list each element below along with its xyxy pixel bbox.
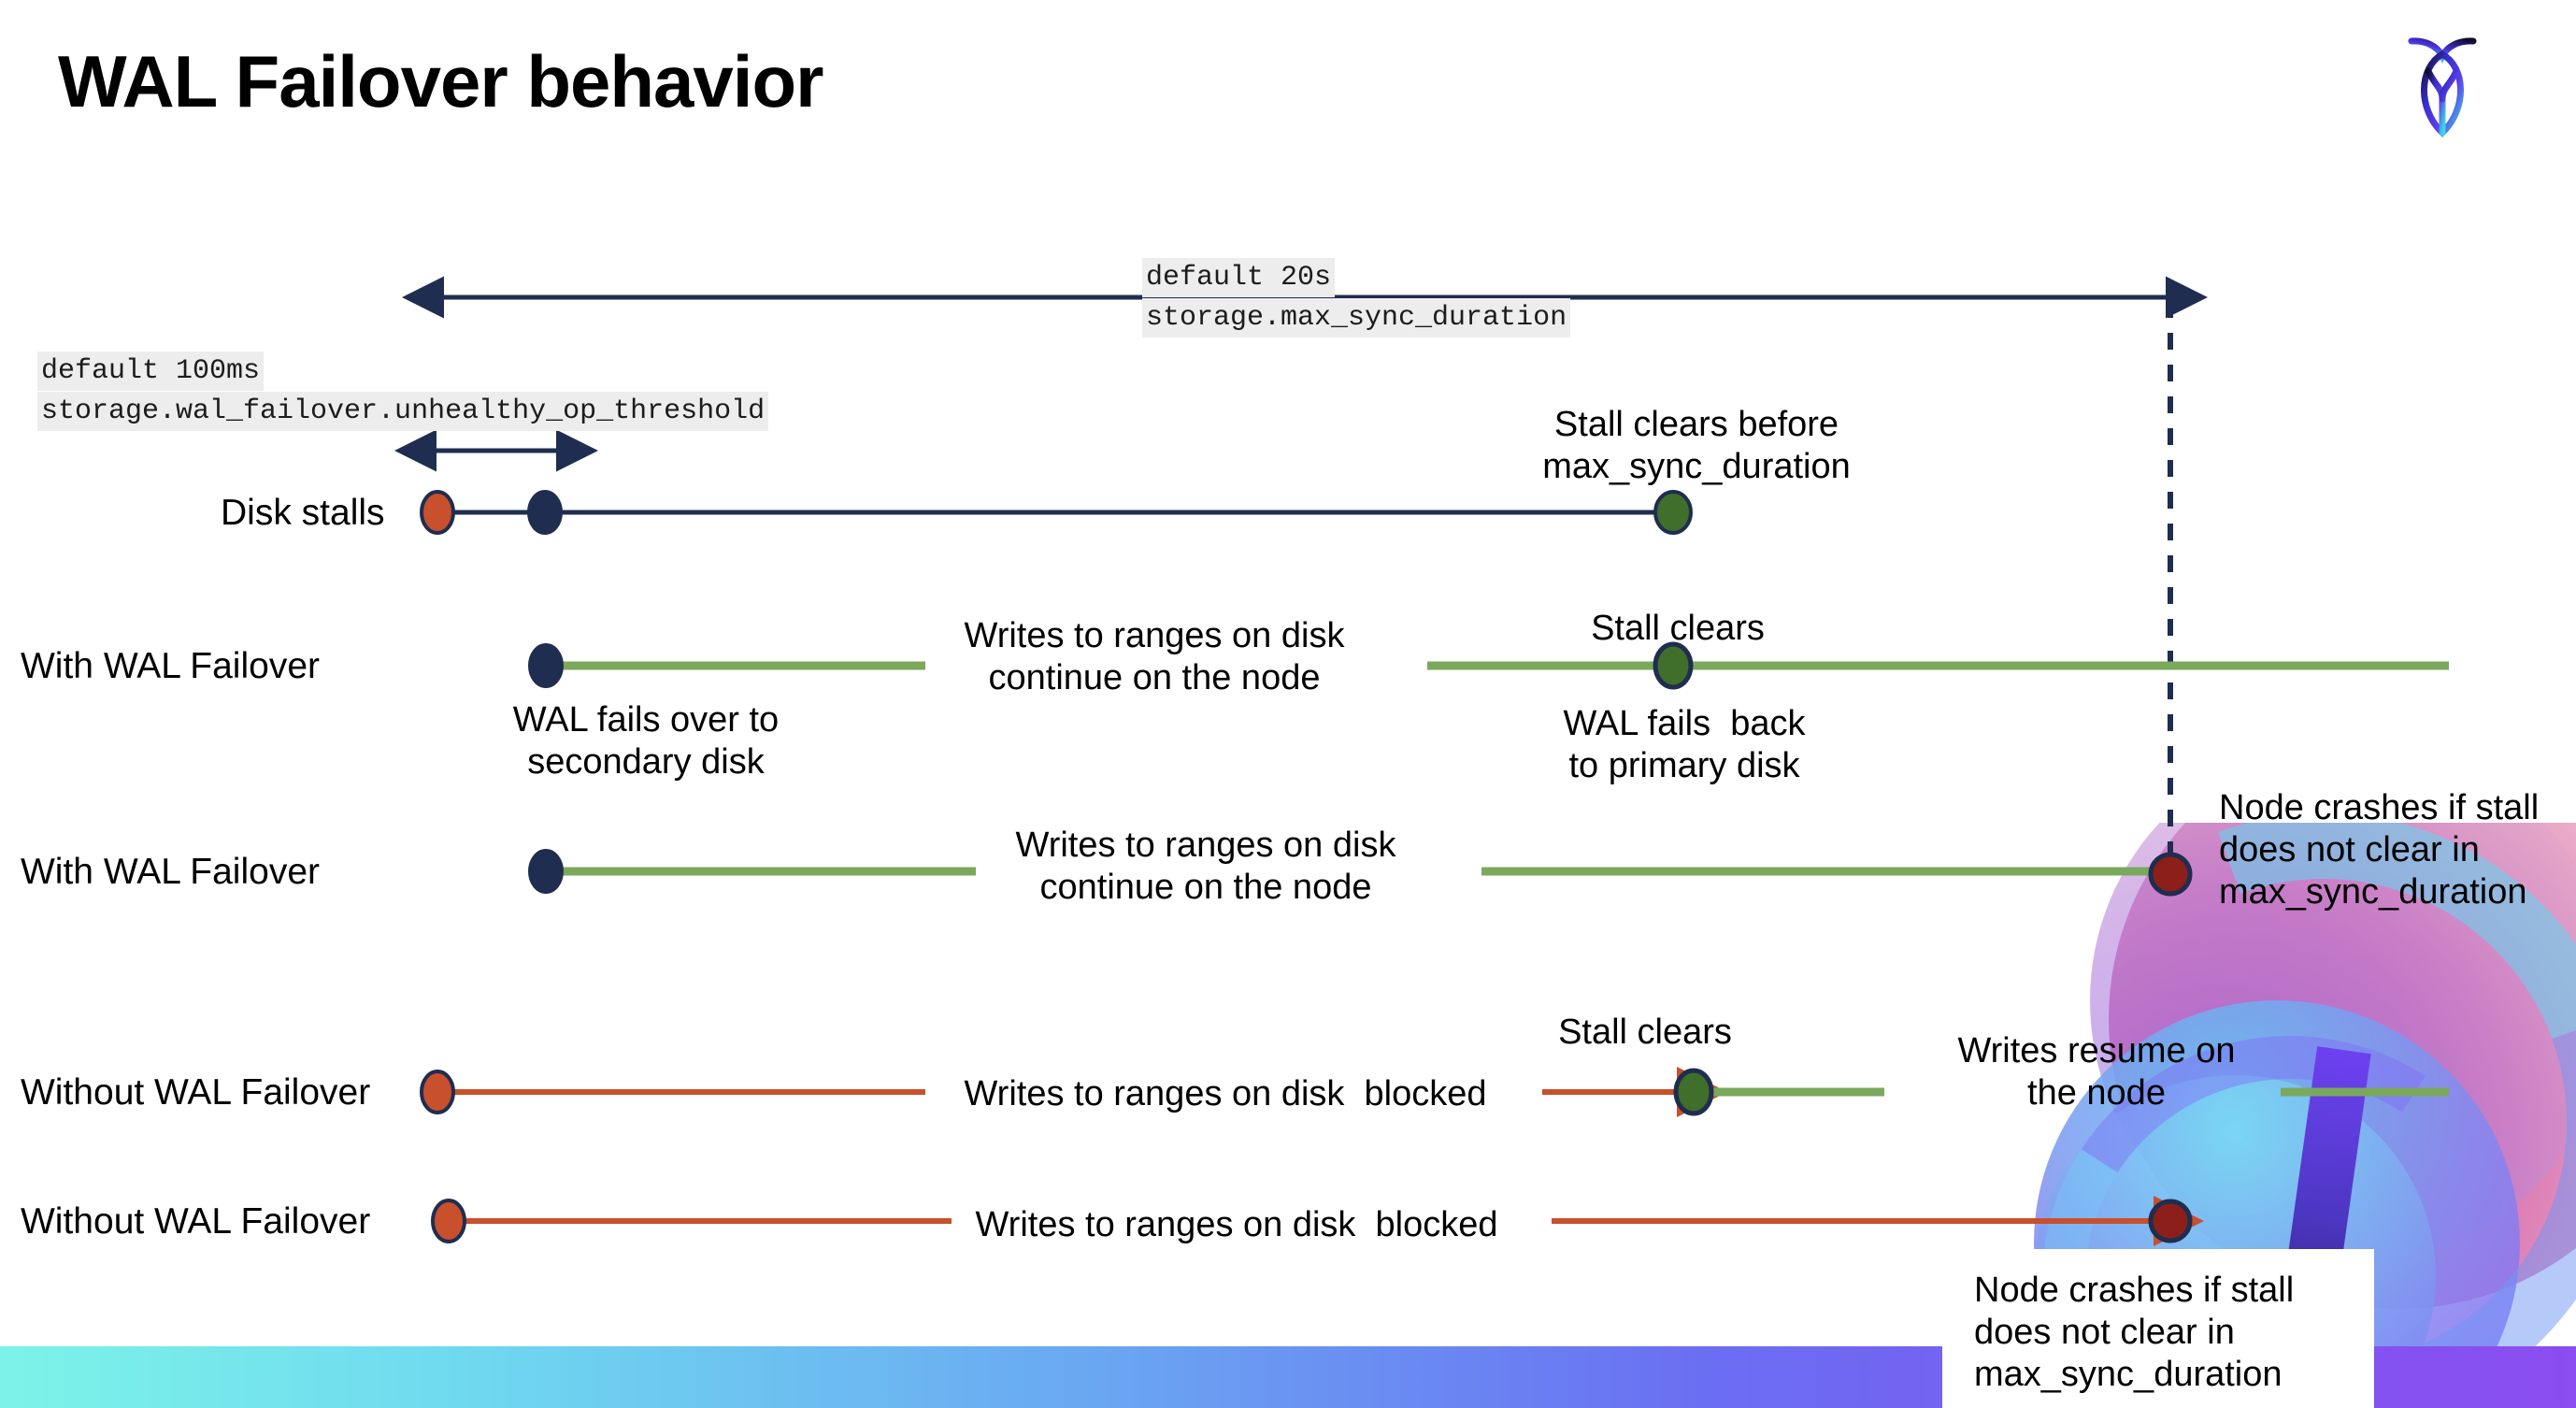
note-writes-blocked-1: Writes to ranges on disk blocked <box>964 1074 1487 1113</box>
row-label-without-wal-failover-2: Without WAL Failover <box>21 1201 371 1242</box>
row-disk-stalls-timeline <box>420 490 1693 535</box>
page-title: WAL Failover behavior <box>58 40 823 122</box>
max-sync-default-chip: default 20s <box>1142 258 1336 298</box>
note-node-crashes-1: Node crashes if stall does not clear in … <box>2219 788 2540 912</box>
unhealthy-op-default-chip: default 100ms <box>37 352 265 392</box>
note-writes-blocked-2: Writes to ranges on disk blocked <box>975 1205 1498 1244</box>
note-stall-clears-before: Stall clears before max_sync_duration <box>1542 405 1851 486</box>
cockroachdb-logo-icon <box>2391 22 2494 144</box>
row-label-without-wal-failover-1: Without WAL Failover <box>21 1072 371 1113</box>
note-wal-fails-over: WAL fails over to secondary disk <box>512 700 780 782</box>
row-without-failover-crash-timeline <box>431 1196 2204 1246</box>
row-with-failover-crash-timeline <box>528 849 2193 897</box>
note-writes-resume: Writes resume on the node <box>1957 1031 2236 1113</box>
callout-node-crashes-2: Node crashes if stall does not clear in … <box>1942 1249 2374 1408</box>
note-node-crashes-2-text: Node crashes if stall does not clear in … <box>1974 1271 2295 1394</box>
note-stall-clears-2: Stall clears <box>1558 1013 1732 1052</box>
row-label-disk-stalls: Disk stalls <box>221 493 385 533</box>
row-label-with-wal-failover-1: With WAL Failover <box>21 646 320 686</box>
row-without-failover-clears-timeline <box>420 1067 2449 1117</box>
note-wal-fails-back: WAL fails back to primary disk <box>1563 704 1806 785</box>
note-writes-continue-2: Writes to ranges on disk continue on the… <box>1015 826 1396 907</box>
unhealthy-op-setting-chip: storage.wal_failover.unhealthy_op_thresh… <box>37 392 769 432</box>
note-stall-clears-1: Stall clears <box>1591 609 1765 648</box>
row-with-failover-clears-timeline <box>528 641 2449 690</box>
note-writes-continue-1: Writes to ranges on disk continue on the… <box>964 616 1345 697</box>
max-sync-setting-chip: storage.max_sync_duration <box>1142 298 1571 338</box>
row-label-with-wal-failover-2: With WAL Failover <box>21 852 320 892</box>
